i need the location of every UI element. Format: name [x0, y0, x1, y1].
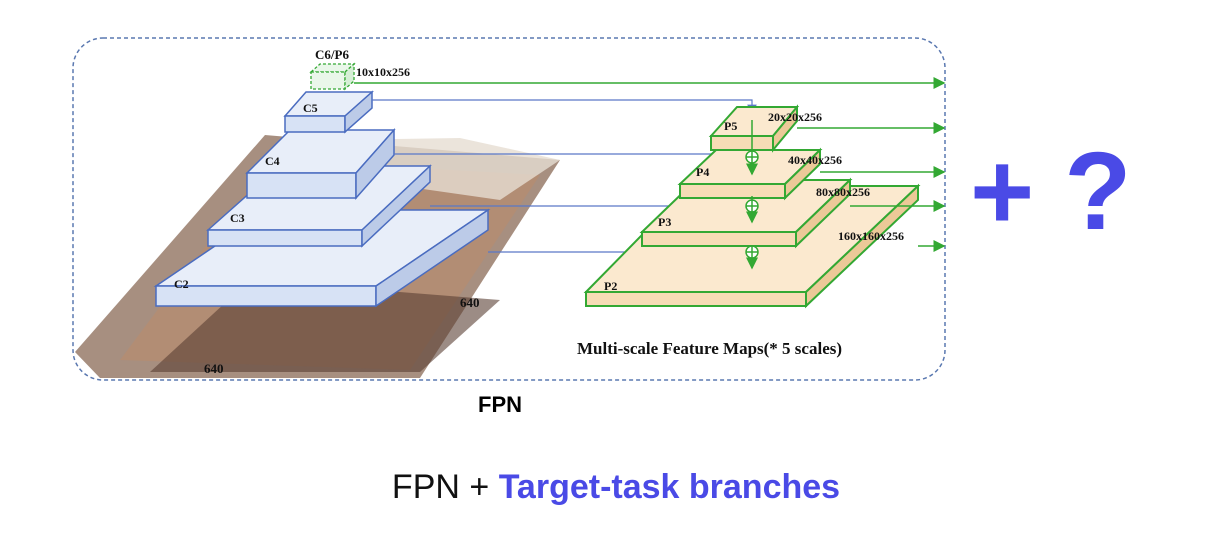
slide-subtitle: FPN + Target-task branches	[0, 468, 1232, 507]
subtitle-target-task: Target-task branches	[498, 468, 841, 506]
backbone-c6p6	[309, 62, 356, 91]
label-p3: P3	[658, 215, 671, 229]
label-c6p6: C6/P6	[315, 47, 349, 62]
label-width: 640	[460, 295, 480, 310]
backbone-c2	[153, 208, 491, 308]
label-p2-dim: 160x160x256	[838, 229, 904, 243]
label-p2: P2	[604, 279, 617, 293]
label-p3-dim: 80x80x256	[816, 185, 870, 199]
label-c2: C2	[174, 277, 189, 291]
fpn-caption: FPN	[478, 392, 522, 417]
subtitle-fpn: FPN +	[391, 468, 490, 506]
label-c5: C5	[303, 101, 318, 115]
output-arrows	[354, 77, 946, 252]
sum-node-p4	[745, 150, 759, 164]
fpn-dashed-border	[72, 37, 946, 381]
label-c4: C4	[265, 154, 280, 168]
backbone-c5	[283, 90, 374, 134]
sum-node-p2	[745, 245, 759, 259]
label-height: 640	[204, 361, 224, 376]
label-c3: C3	[230, 211, 245, 225]
backbone-c4	[245, 128, 396, 200]
plus-symbol: +	[970, 130, 1065, 253]
label-p4-dim: 40x40x256	[788, 153, 842, 167]
label-c6p6-dim: 10x10x256	[356, 65, 410, 79]
sum-node-p3	[745, 199, 759, 213]
feature-maps-caption: Multi-scale Feature Maps(* 5 scales)	[577, 339, 842, 358]
plus-question-mark: +?	[970, 128, 1161, 255]
label-p5: P5	[724, 119, 737, 133]
label-p4: P4	[696, 165, 709, 179]
label-p5-dim: 20x20x256	[768, 110, 822, 124]
question-symbol: ?	[1064, 130, 1162, 253]
